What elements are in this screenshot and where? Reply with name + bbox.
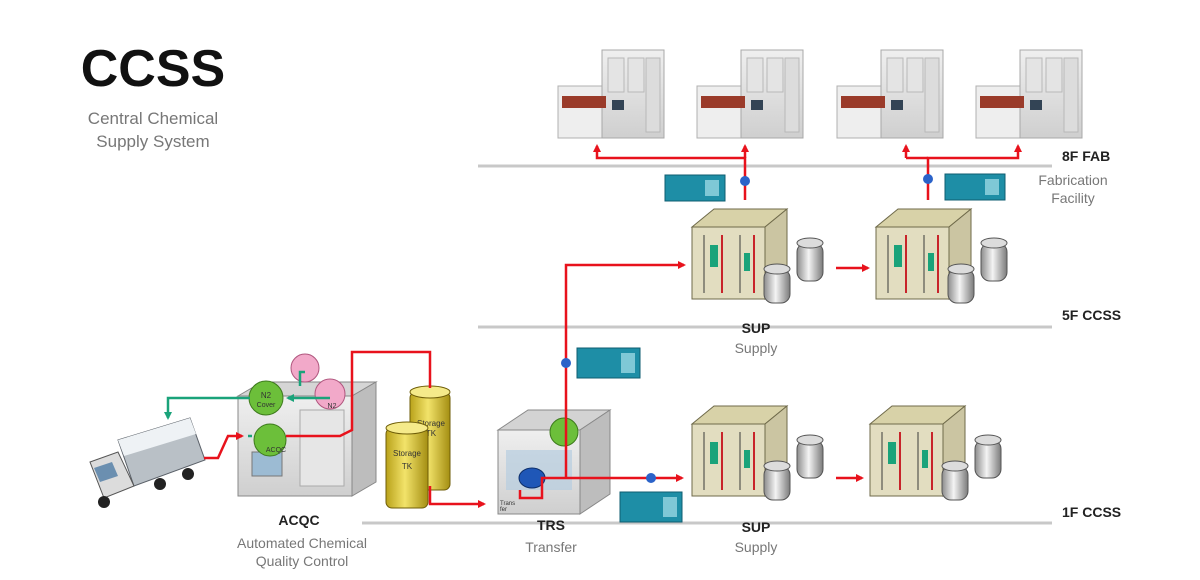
fab-tool-1: [557, 49, 665, 139]
trs-desc: Transfer: [525, 539, 577, 555]
sup-5f-name: SUP: [742, 320, 771, 336]
fab-desc-line-1: Fabrication: [1038, 172, 1107, 188]
sup-5f-unit-b: [874, 207, 1008, 304]
subtitle-line-1: Central Chemical: [88, 109, 218, 128]
svg-text:TK: TK: [426, 429, 437, 438]
fab-tool-4: [975, 49, 1083, 139]
acqc-badge-n2: N2: [290, 353, 346, 410]
valve-8f-right: [923, 174, 933, 184]
storage-tank-short: Storage TK: [385, 421, 429, 509]
sup-5f-desc: Supply: [735, 340, 778, 356]
svg-text:Cover: Cover: [257, 402, 276, 409]
acqc-desc-line-2: Quality Control: [256, 553, 349, 569]
acqc-badge-n2-cover: N2 Cover: [248, 380, 284, 416]
sup-1f-name: SUP: [742, 519, 771, 535]
trs-name: TRS: [537, 517, 565, 533]
controller-8f-right: [944, 173, 1006, 201]
fab-desc-line-2: Facility: [1051, 190, 1095, 206]
acqc-desc-line-1: Automated Chemical: [237, 535, 367, 551]
controller-trs: [576, 347, 641, 379]
valve-trs: [561, 358, 571, 368]
valve-8f-left: [740, 176, 750, 186]
controller-8f-left: [664, 174, 726, 202]
floor-label-5f: 5F CCSS: [1062, 307, 1121, 323]
sup-1f-desc: Supply: [735, 539, 778, 555]
acqc-name: ACQC: [278, 512, 319, 528]
controller-1f: [619, 491, 683, 523]
sup-5f-unit-a: [690, 207, 824, 304]
fab-tool-2: [696, 49, 804, 139]
svg-text:TK: TK: [402, 462, 413, 471]
svg-text:N2: N2: [328, 403, 337, 410]
sup-1f-unit-a: [690, 404, 824, 501]
subtitle-line-2: Supply System: [96, 132, 209, 151]
fab-tool-3: [836, 49, 944, 139]
svg-text:Trans: Trans: [500, 501, 515, 507]
svg-text:N2: N2: [261, 391, 272, 400]
valve-1f: [646, 473, 656, 483]
svg-text:Storage: Storage: [393, 449, 422, 458]
floor-label-8f: 8F FAB: [1062, 148, 1110, 164]
sup-1f-unit-b: [868, 404, 1002, 501]
floor-label-1f: 1F CCSS: [1062, 504, 1121, 520]
svg-text:ACQC: ACQC: [266, 447, 286, 454]
acqc-badge-acqc: ACQC: [253, 423, 287, 457]
svg-text:fer: fer: [500, 507, 507, 513]
page-title: CCSS: [81, 40, 225, 98]
green-return-lines: [164, 370, 330, 438]
svg-text:Storage: Storage: [417, 419, 446, 428]
tanker-truck-icon: [89, 417, 206, 508]
trs-cabinet: Trans fer: [496, 409, 612, 515]
